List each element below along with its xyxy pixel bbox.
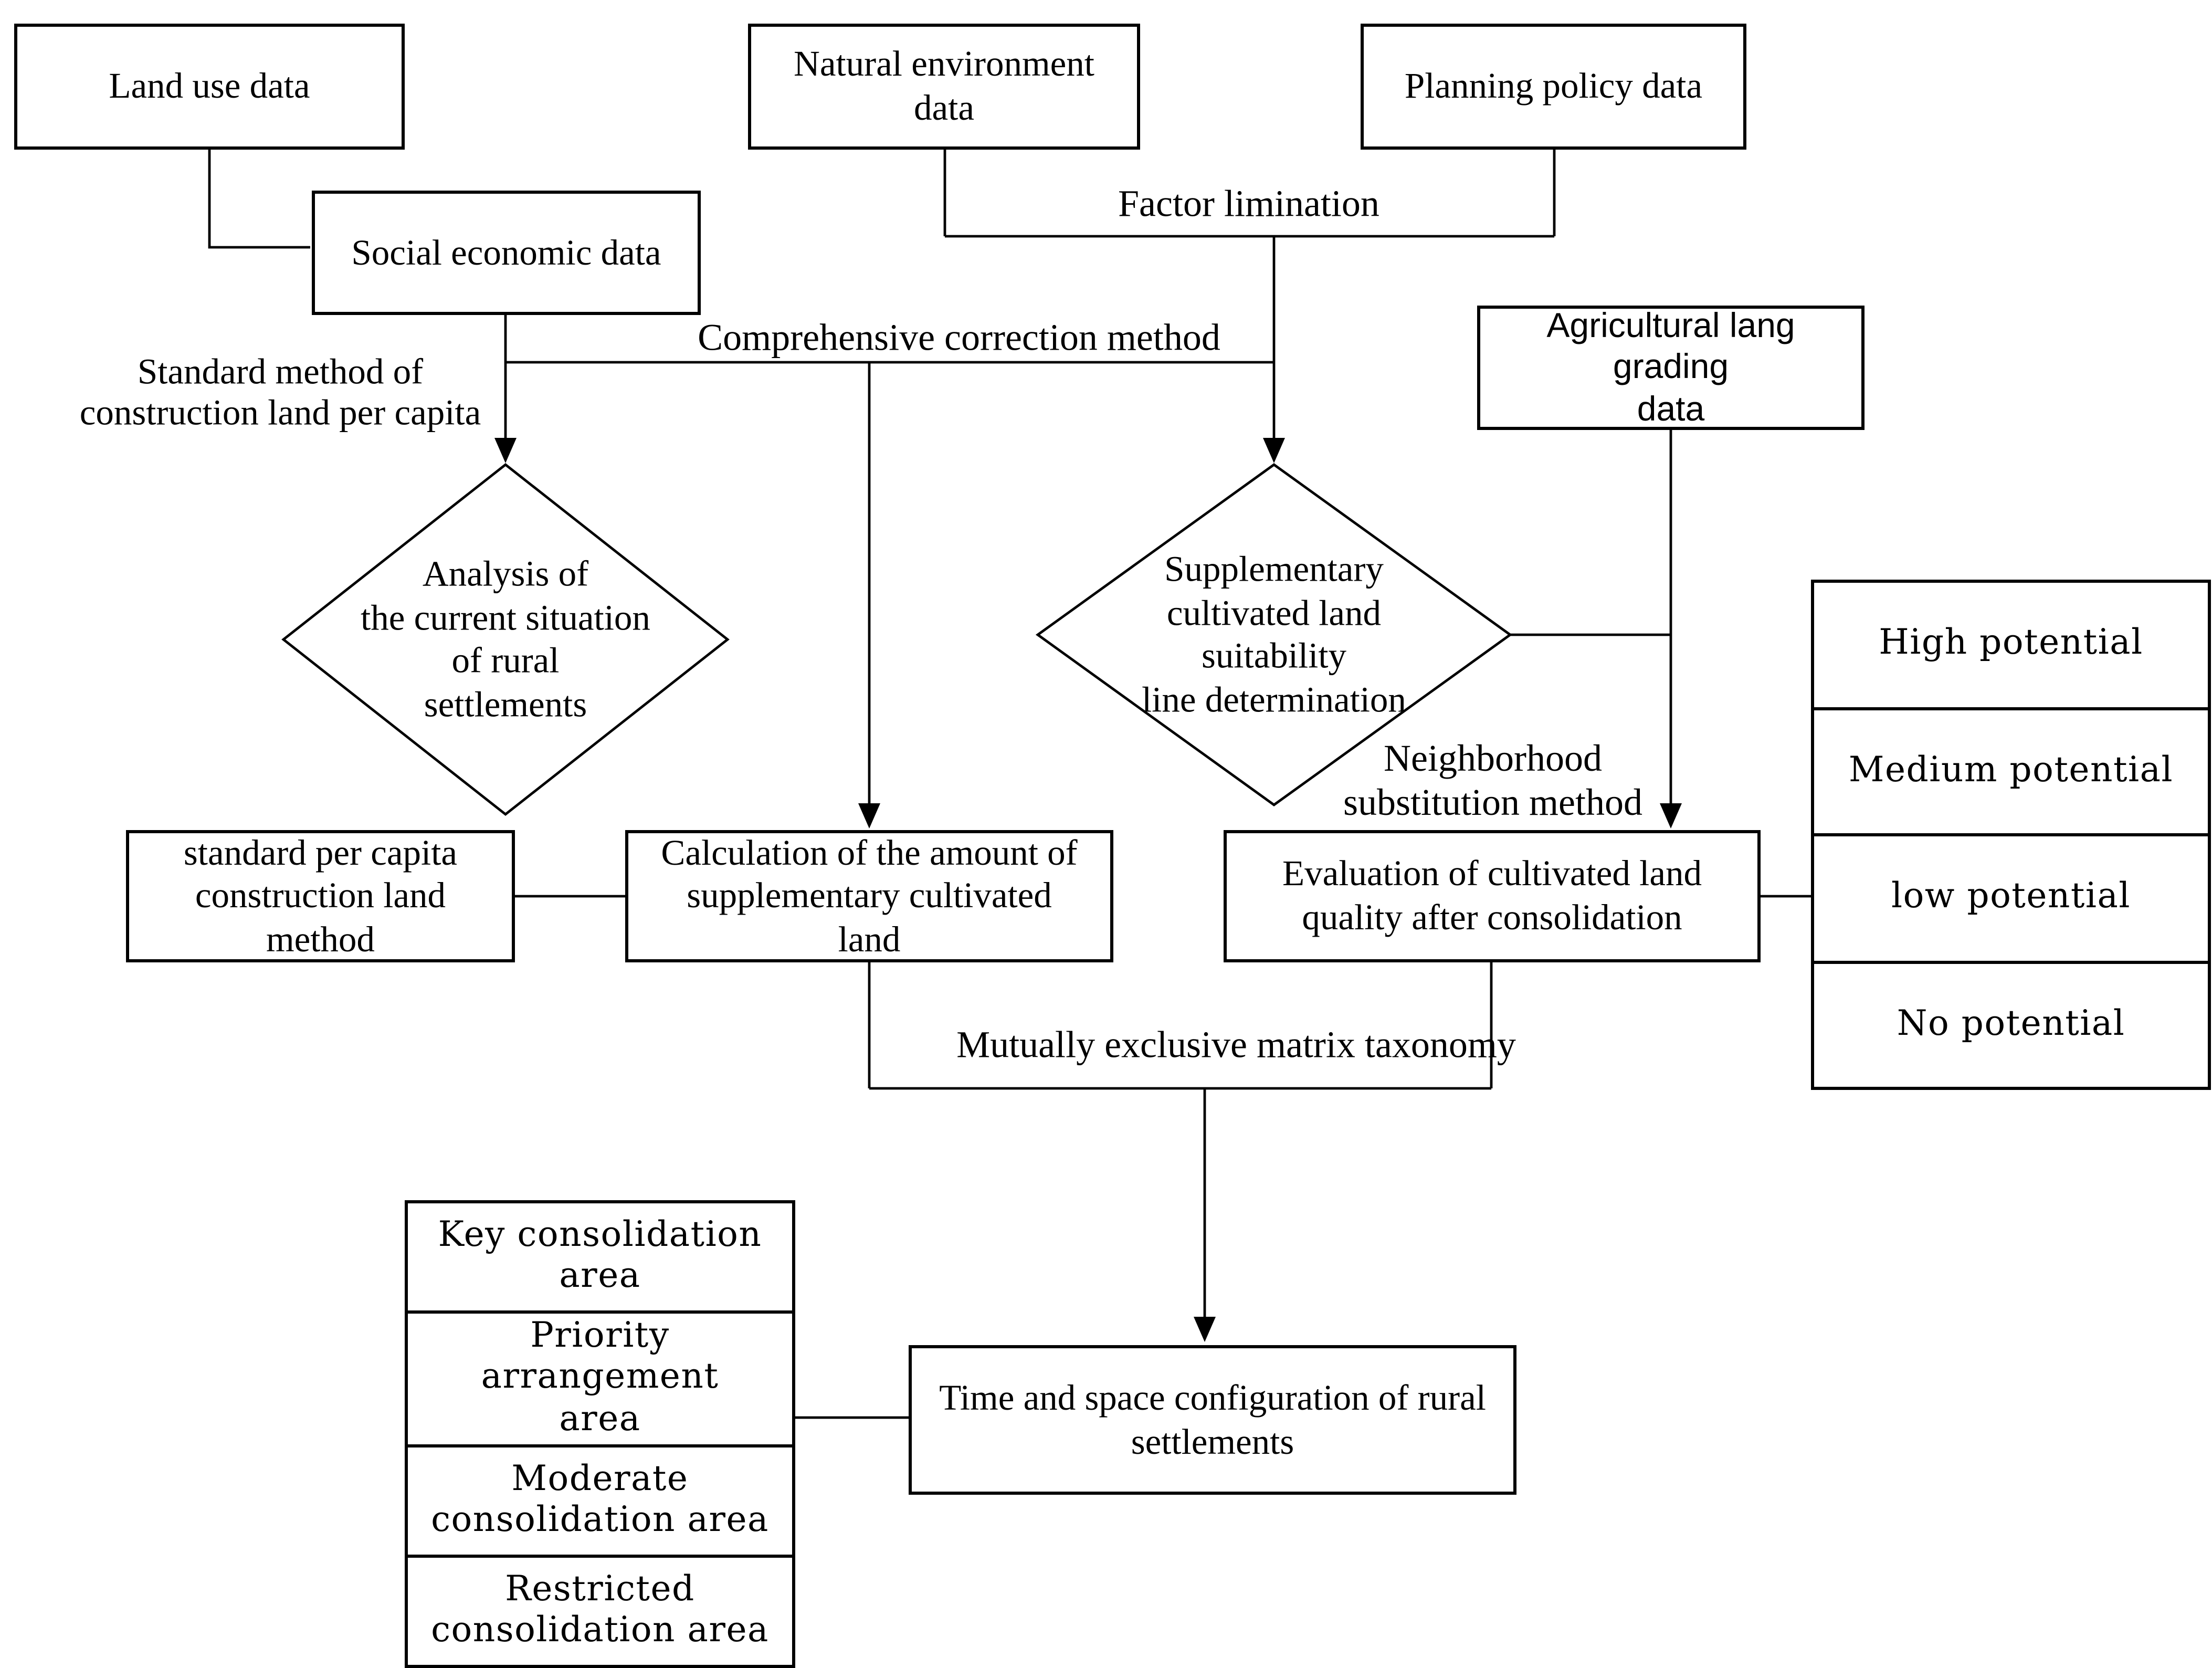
table-cell-priority-arrangement: Priority arrangement area: [408, 1310, 792, 1445]
table-consolidation-areas: Key consolidation area Priority arrangem…: [405, 1200, 795, 1668]
table-cell-restricted-consolidation: Restricted consolidation area: [408, 1555, 792, 1665]
analysis-diamond-shape: [281, 463, 730, 816]
label-standard-method-per-capita: Standard method of construction land per…: [79, 352, 481, 433]
node-land-use-data: Land use data: [14, 24, 405, 150]
label-factor-limination: Factor limination: [1118, 184, 1379, 226]
label-comprehensive-correction-method: Comprehensive correction method: [698, 318, 1220, 360]
diamond-supplementary-suitability: Supplementary cultivated land suitabilit…: [1142, 549, 1406, 719]
node-standard-per-capita-method: standard per capita construction land me…: [126, 830, 515, 962]
table-cell-medium-potential: Medium potential: [1814, 706, 2208, 834]
node-natural-environment-data: Natural environment data: [748, 24, 1140, 150]
node-planning-policy-data: Planning policy data: [1361, 24, 1746, 150]
arrowhead-calculation: [858, 803, 880, 828]
node-agricultural-land-grading-data: Agricultural lang grading data: [1477, 306, 1865, 430]
diamond-analysis-current-situation: Analysis of the current situation of rur…: [361, 554, 650, 724]
decision-diamonds: [281, 463, 1513, 816]
table-cell-high-potential: High potential: [1879, 624, 2143, 664]
node-social-economic-data: Social economic data: [312, 191, 701, 315]
suitability-diamond-shape: [1035, 463, 1513, 806]
table-cell-no-potential: No potential: [1814, 960, 2208, 1087]
arrowhead-timespace: [1194, 1317, 1216, 1342]
label-neighborhood-substitution-method: Neighborhood substitution method: [1343, 739, 1642, 824]
arrowhead-suitability: [1263, 438, 1285, 463]
arrowhead-evaluation: [1660, 803, 1682, 828]
table-cell-low-potential: low potential: [1814, 833, 2208, 960]
table-potential-levels: High potential Medium potential low pote…: [1811, 580, 2211, 1090]
label-mutually-exclusive-matrix-taxonomy: Mutually exclusive matrix taxonomy: [956, 1025, 1516, 1067]
table-cell-moderate-consolidation: Moderate consolidation area: [408, 1444, 792, 1555]
arrowhead-analysis: [494, 438, 517, 463]
node-time-space-configuration: Time and space configuration of rural se…: [909, 1345, 1516, 1495]
arrowheads: [494, 438, 1682, 1342]
edge-landuse-social: [208, 150, 310, 249]
table-cell-key-consolidation: Key consolidation area: [438, 1215, 762, 1296]
node-evaluation-cultivated-land-quality: Evaluation of cultivated land quality af…: [1224, 830, 1761, 962]
connector-lines: [208, 150, 1811, 1419]
node-calculation-supplementary-land: Calculation of the amount of supplementa…: [625, 830, 1113, 962]
